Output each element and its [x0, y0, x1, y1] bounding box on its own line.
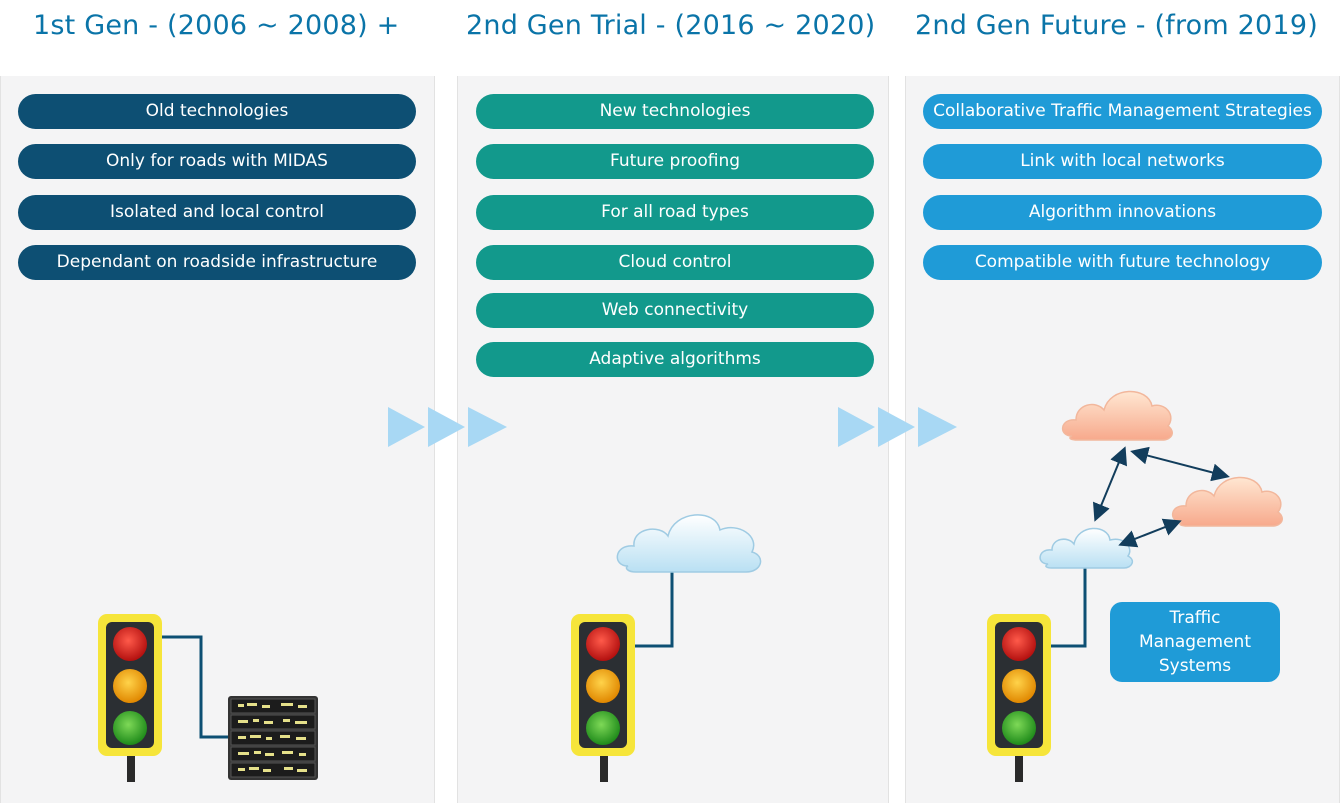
pill-item: New technologies — [476, 94, 874, 129]
pill-item: Algorithm innovations — [923, 195, 1322, 230]
traffic-light-icon — [987, 614, 1051, 782]
cloud-icon — [1039, 527, 1134, 569]
pill-item: Future proofing — [476, 144, 874, 179]
pill-list-2nd-gen-trial: New technologies Future proofing For all… — [476, 0, 874, 803]
pill-item: Adaptive algorithms — [476, 342, 874, 377]
pill-item: Cloud control — [476, 245, 874, 280]
chevron-arrow-icon — [838, 407, 957, 447]
column-title-1st-gen: 1st Gen - (2006 ~ 2008) + — [33, 10, 400, 41]
pill-item: Link with local networks — [923, 144, 1322, 179]
pill-item: Dependant on roadside infrastructure — [18, 245, 416, 280]
cloud-icon — [616, 514, 762, 573]
pill-item: For all road types — [476, 195, 874, 230]
tms-line: Traffic — [1169, 608, 1221, 628]
pill-item: Web connectivity — [476, 293, 874, 328]
column-title-2nd-gen-trial: 2nd Gen Trial - (2016 ~ 2020) — [466, 10, 876, 41]
pill-item: Old technologies — [18, 94, 416, 129]
tms-line: Management — [1139, 632, 1251, 652]
pill-list-2nd-gen-future: Collaborative Traffic Management Strateg… — [923, 0, 1322, 803]
pill-item: Collaborative Traffic Management Strateg… — [923, 94, 1322, 129]
pill-item: Only for roads with MIDAS — [18, 144, 416, 179]
traffic-light-icon — [571, 614, 635, 782]
connection-arrows — [1093, 446, 1230, 548]
tms-line: Systems — [1158, 656, 1232, 676]
pill-list-1st-gen: Old technologies Only for roads with MID… — [18, 0, 416, 803]
chevron-arrow-icon — [388, 407, 507, 447]
pill-item: Compatible with future technology — [923, 245, 1322, 280]
cloud-icon — [1172, 476, 1283, 527]
traffic-management-systems-box: Traffic Management Systems — [1110, 602, 1280, 682]
column-title-2nd-gen-future: 2nd Gen Future - (from 2019) — [915, 10, 1318, 41]
server-rack-icon — [228, 696, 318, 780]
pill-item: Isolated and local control — [18, 195, 416, 230]
traffic-light-icon — [98, 614, 162, 782]
cloud-icon — [1062, 390, 1173, 441]
